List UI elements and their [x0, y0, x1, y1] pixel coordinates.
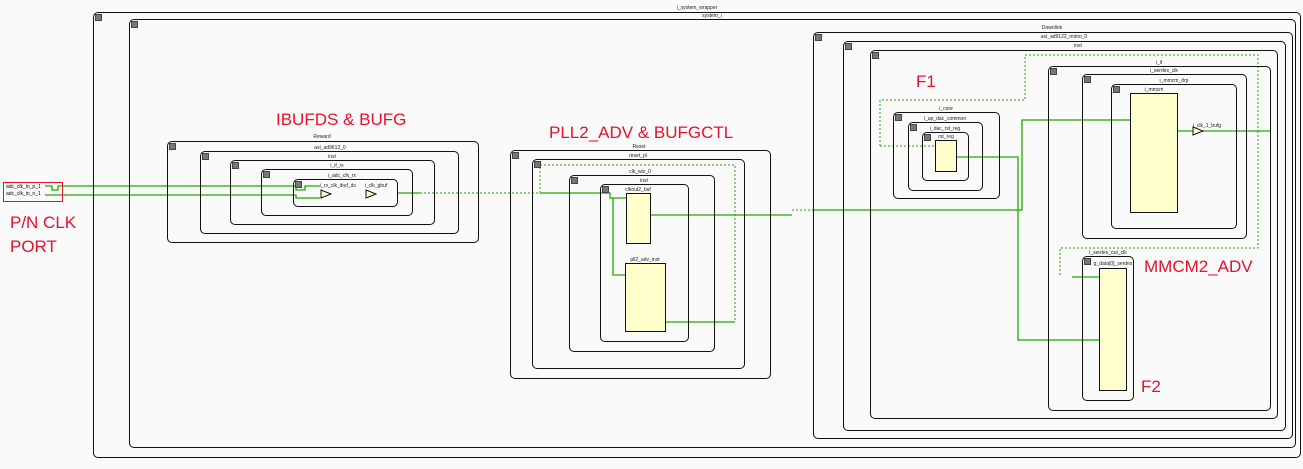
- bufg-buffer-icon: [365, 189, 378, 199]
- annotation-ibufds: IBUFDS & BUFG: [276, 110, 407, 129]
- block-system-wrapper[interactable]: [93, 12, 1301, 458]
- cell-rst-reg[interactable]: [935, 140, 957, 172]
- label: i_serdes_out_clk: [1089, 250, 1127, 256]
- block-clk-wiz[interactable]: [569, 175, 715, 352]
- block-reset[interactable]: [510, 150, 771, 379]
- label: i_rx_clk_ibuf_ds: [320, 183, 356, 189]
- block-adc-inst[interactable]: [230, 160, 435, 225]
- block-up-dac-common[interactable]: [908, 122, 983, 191]
- block-system-i[interactable]: [129, 19, 1296, 448]
- label: i_mmcm_drp: [1159, 78, 1189, 84]
- port-group: [3, 182, 63, 202]
- label: axi_ad9122_mimo_0: [1040, 34, 1088, 40]
- label: reset_pl: [629, 153, 647, 159]
- block-axi-ad9122[interactable]: [843, 41, 1286, 431]
- label: g_data[0]_serdes: [1093, 261, 1133, 267]
- label: i_if_rx: [330, 163, 344, 169]
- label: pll2_adv_inst: [630, 257, 660, 263]
- label: i_core: [939, 106, 953, 112]
- label: inst: [640, 178, 648, 184]
- bufg-dac-buffer-icon: [1192, 126, 1205, 136]
- block-downlink[interactable]: [813, 32, 1293, 439]
- label: i_system_wrapper: [676, 5, 718, 11]
- label: axi_ad9613_0: [314, 145, 346, 151]
- block-dac-inst[interactable]: [870, 50, 1278, 419]
- label: i_mmcm: [1144, 87, 1164, 93]
- block-reset-pl[interactable]: [532, 159, 745, 369]
- label: clk_wiz_0: [629, 169, 651, 175]
- label: Downlink: [1041, 25, 1063, 31]
- cell-serdes-data[interactable]: [1099, 268, 1127, 391]
- label: inst: [1074, 43, 1082, 49]
- label: i_clk_gbuf: [364, 183, 388, 189]
- block-adc-clk-rx[interactable]: [293, 179, 398, 207]
- label: Reward: [313, 134, 331, 140]
- block-axi-ad9613[interactable]: [200, 151, 459, 234]
- block-serdes-clk[interactable]: [1082, 74, 1247, 239]
- label: i_clk_1_bufg: [1192, 123, 1222, 129]
- annotation-f2: F2: [1141, 377, 1161, 396]
- block-clk-inst[interactable]: [600, 184, 689, 342]
- block-mmcm-drp[interactable]: [1111, 84, 1237, 229]
- label: Reset: [632, 144, 646, 150]
- block-if-rx[interactable]: [261, 169, 413, 216]
- port-n[interactable]: adc_clk_in_n_1: [6, 191, 41, 197]
- label: i_if: [1155, 60, 1163, 66]
- cell-mmcm[interactable]: [1130, 93, 1178, 213]
- block-reward[interactable]: [167, 141, 479, 243]
- ibufds-buffer-icon: [320, 189, 333, 199]
- cell-clkout2-buf[interactable]: [626, 193, 651, 244]
- annotation-f1: F1: [916, 72, 936, 91]
- label: clkout2_buf: [625, 187, 651, 193]
- label: system_i: [702, 13, 722, 19]
- block-serdes-out-clk[interactable]: [1082, 256, 1134, 401]
- annotation-pn-clk: P/N CLK: [10, 213, 77, 232]
- label: inst: [328, 154, 336, 160]
- annotation-pll: PLL2_ADV & BUFGCTL: [549, 123, 734, 142]
- annotation-port: PORT: [10, 237, 57, 256]
- block-dac-rst-reg[interactable]: [922, 132, 969, 181]
- block-if[interactable]: [1048, 66, 1271, 411]
- label: i_adc_clk_rx: [328, 173, 356, 179]
- label: i_serdes_clk: [1150, 68, 1178, 74]
- label: rst_reg: [938, 134, 954, 140]
- block-core[interactable]: [893, 112, 1000, 199]
- label: i_up_dac_common: [923, 116, 967, 122]
- annotation-mmcm: MMCM2_ADV: [1144, 257, 1253, 276]
- port-p[interactable]: adc_clk_in_p_1: [6, 184, 41, 190]
- cell-pll2-adv[interactable]: [625, 263, 666, 332]
- label: i_dac_rst_reg: [929, 126, 961, 132]
